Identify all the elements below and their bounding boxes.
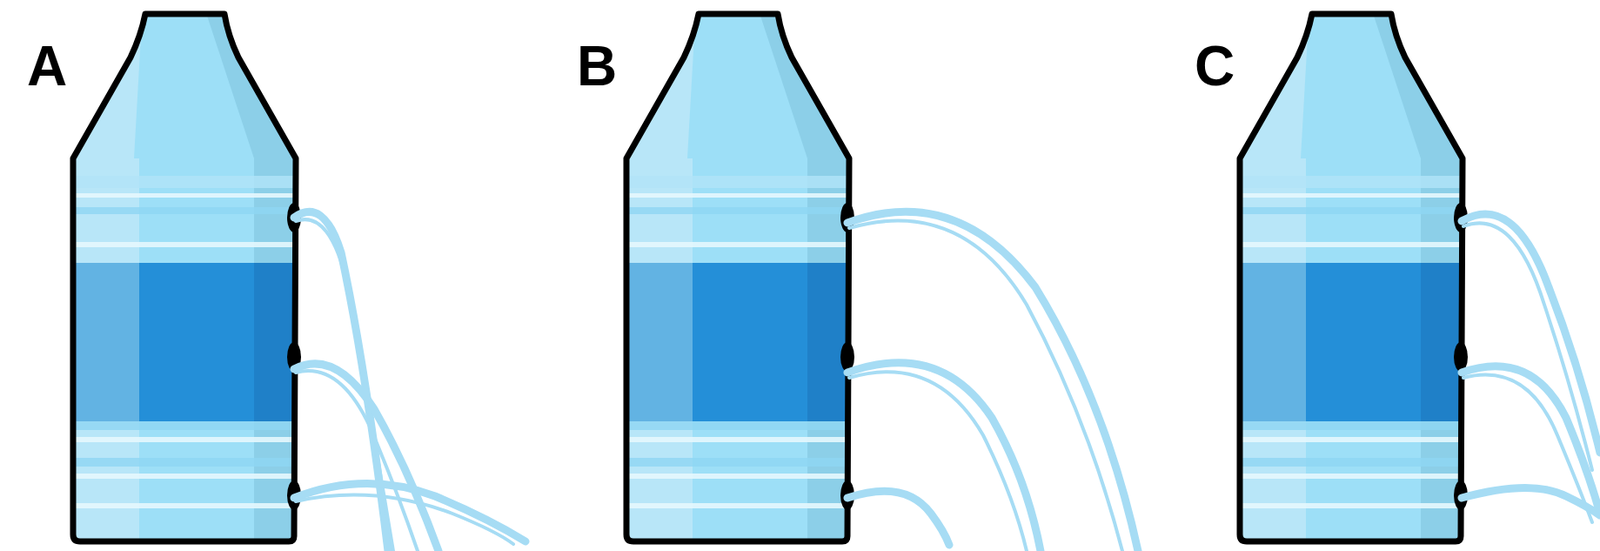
water-jets xyxy=(294,211,1600,551)
water-jet xyxy=(1461,487,1600,516)
bottle-a xyxy=(64,5,308,551)
water-jet-strand xyxy=(295,370,418,551)
water-jet xyxy=(847,362,1041,551)
water-jet xyxy=(847,211,1139,551)
panel-letter: A xyxy=(26,38,67,94)
water-jet xyxy=(294,363,439,551)
water-jet-strand xyxy=(849,220,1123,551)
water-jet xyxy=(847,490,950,545)
bottle-c xyxy=(1231,5,1475,551)
panel-letter: B xyxy=(576,38,617,94)
water-jet xyxy=(294,482,526,542)
water-jet-strand xyxy=(295,219,394,551)
water-jet-strand xyxy=(295,495,514,544)
panel-letter: C xyxy=(1194,38,1235,94)
bottle-b xyxy=(617,5,862,551)
